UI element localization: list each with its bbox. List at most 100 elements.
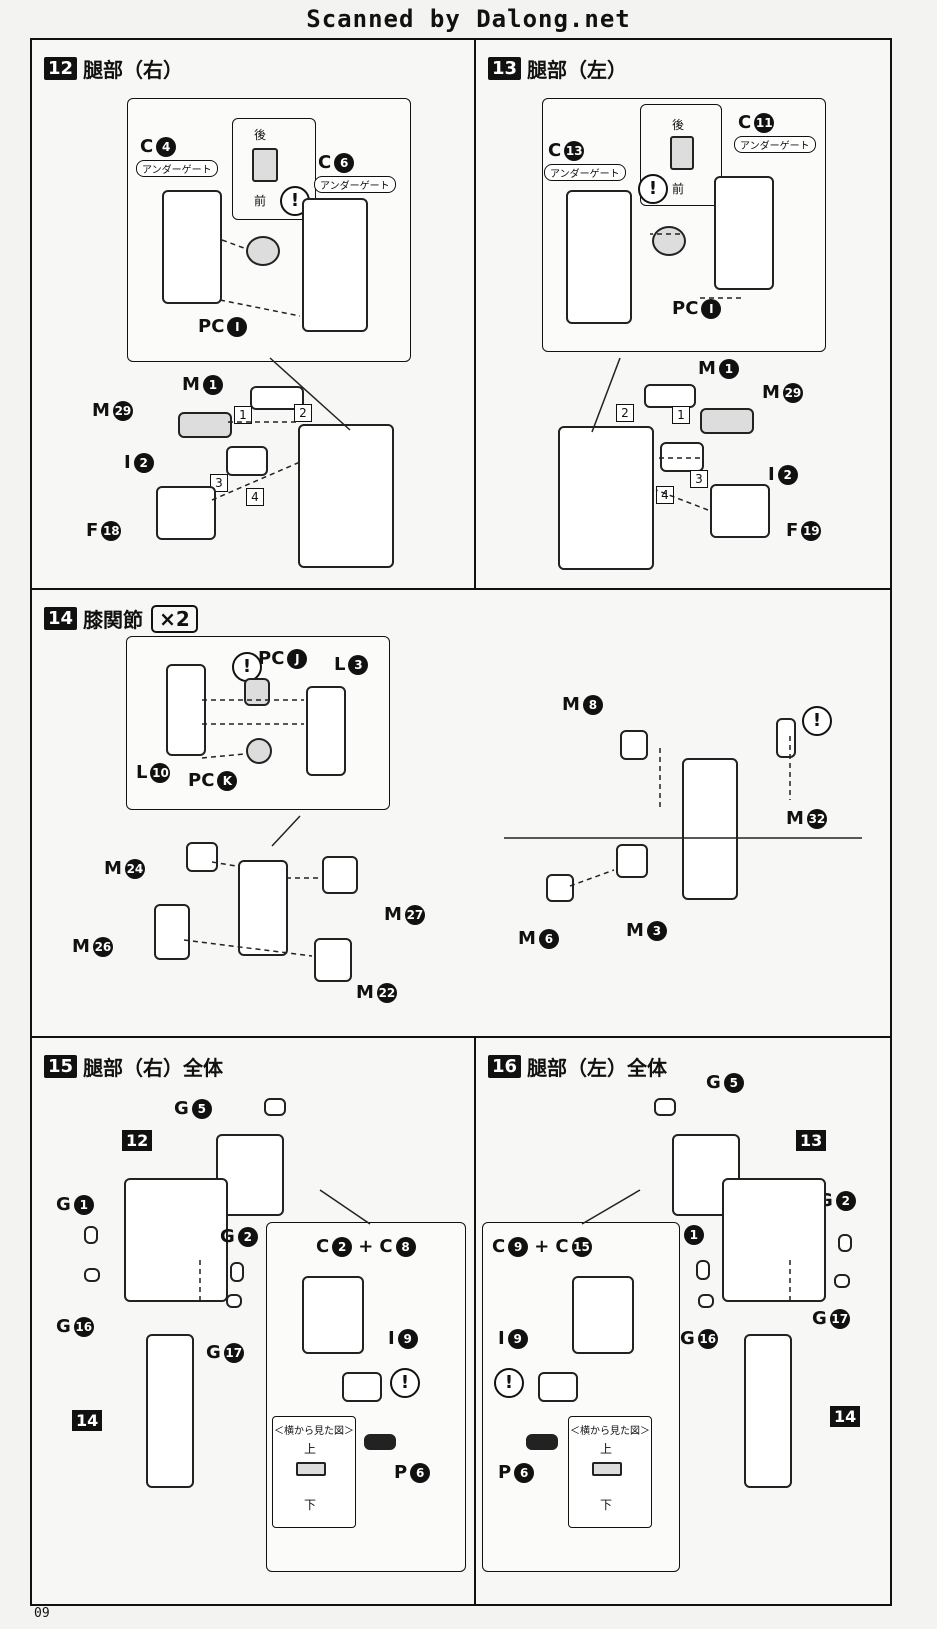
order-step-3: 3 — [690, 470, 708, 488]
under-gate-tag-c13: アンダーゲート — [544, 164, 626, 181]
step-15-number: 15 — [44, 1055, 78, 1078]
side-view-top: 上 — [304, 1442, 317, 1456]
part-g17 — [226, 1294, 242, 1308]
part-g1 — [696, 1260, 710, 1280]
step-14-title-text: 膝関節 — [83, 608, 144, 632]
step-13-title-text: 腿部（左） — [527, 58, 628, 82]
order-step-1: 1 — [672, 406, 690, 424]
part-knee-joint — [238, 860, 288, 956]
front-label: 前 — [672, 182, 685, 196]
part-c6 — [302, 198, 368, 332]
step-15-title-text: 腿部（右）全体 — [83, 1056, 224, 1080]
side-view-caption: ＜横から見た図＞ — [274, 1426, 354, 1437]
part-i2 — [226, 446, 268, 476]
step-12-number: 12 — [44, 57, 78, 80]
part-m29 — [700, 408, 754, 434]
part-i9 — [342, 1372, 382, 1402]
part-g17 — [834, 1274, 850, 1288]
order-step-2: 2 — [294, 404, 312, 422]
part-m29 — [178, 412, 232, 438]
scan-credit-text: Scanned by Dalong.net — [306, 5, 631, 33]
warning-icon: ! — [802, 706, 832, 736]
part-lower-leg-right — [146, 1334, 194, 1488]
ref-step-12: 12 — [122, 1130, 153, 1151]
under-gate-tag-c4: アンダーゲート — [136, 160, 218, 177]
step-16-title-text: 腿部（左）全体 — [527, 1056, 668, 1080]
part-l10 — [166, 664, 206, 756]
part-c9-c15 — [572, 1276, 634, 1354]
side-view-caption: ＜横から見た図＞ — [570, 1426, 650, 1437]
pc-part-icon — [252, 148, 278, 182]
part-thigh-right — [124, 1178, 228, 1302]
part-pc-k — [246, 738, 272, 764]
scan-credit-header: Scanned by Dalong.net — [0, 0, 937, 38]
part-thigh-assembly-left — [558, 426, 654, 570]
part-c4 — [162, 190, 222, 304]
part-m1 — [644, 384, 696, 408]
part-m6 — [546, 874, 574, 902]
part-lower-leg-frame — [682, 758, 738, 900]
warning-icon: ! — [390, 1368, 420, 1398]
part-m24 — [186, 842, 218, 872]
part-g16 — [698, 1294, 714, 1308]
part-i2 — [660, 442, 704, 472]
front-label: 前 — [254, 194, 267, 208]
part-p6 — [364, 1434, 396, 1450]
part-g1 — [84, 1226, 98, 1244]
warning-icon: ! — [494, 1368, 524, 1398]
order-step-4: 4 — [656, 486, 674, 504]
part-g5 — [264, 1098, 286, 1116]
part-c13 — [566, 190, 632, 324]
side-view-bottom: 下 — [304, 1498, 317, 1512]
part-m27 — [322, 856, 358, 894]
side-view-bottom: 下 — [600, 1498, 613, 1512]
warning-icon: ! — [638, 174, 668, 204]
part-l3 — [306, 686, 346, 776]
part-pc-i — [652, 226, 686, 256]
part-g5 — [654, 1098, 676, 1116]
part-g2 — [838, 1234, 852, 1252]
quantity-multiplier: ×2 — [151, 604, 198, 633]
under-gate-tag-c6: アンダーゲート — [314, 176, 396, 193]
part-m26 — [154, 904, 190, 960]
order-step-2: 2 — [616, 404, 634, 422]
pc-part-icon — [670, 136, 694, 170]
part-c11 — [714, 176, 774, 290]
step-14-number: 14 — [44, 607, 78, 630]
part-g16 — [84, 1268, 100, 1282]
part-f18 — [156, 486, 216, 540]
